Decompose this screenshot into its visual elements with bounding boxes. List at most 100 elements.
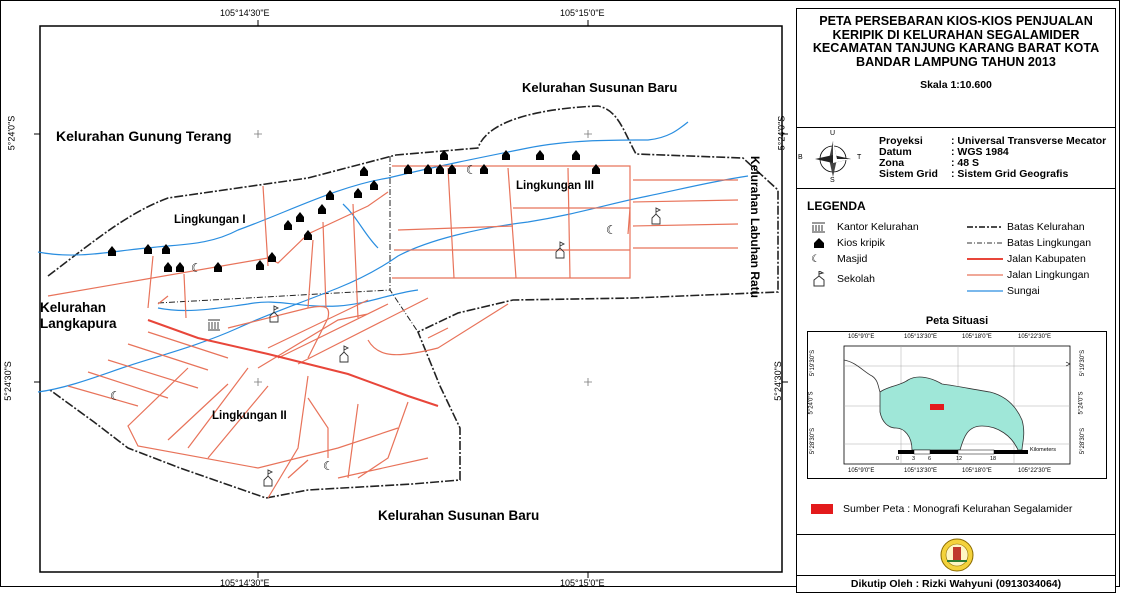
legend-masjid: ☾ Masjid — [811, 253, 868, 265]
masjid-markers: ☾ ☾ ☾ ☾ ☾ — [110, 163, 617, 473]
legend-box: LEGENDA Kantor Kelurahan Kios kripik ☾ M… — [796, 188, 1116, 535]
compass-n: U — [830, 130, 836, 137]
sekolah-icon — [269, 305, 280, 323]
legend-jalan-kabupaten: Jalan Kabupaten — [967, 253, 1086, 265]
map-neatline — [39, 25, 783, 573]
scalebar-0: 0 — [896, 456, 900, 462]
situasi-right-2: 5°24'0"S — [1078, 391, 1085, 415]
masjid-icon: ☾ — [191, 261, 202, 275]
legend-title: LEGENDA — [807, 199, 866, 213]
kios-icon — [296, 212, 304, 222]
kios-icon — [162, 244, 170, 254]
kios-icon — [436, 164, 444, 174]
situasi-left-3: 5°28'30"S — [810, 427, 817, 455]
credit-text: Dikutip Oleh : Rizki Wahyuni (0913034064… — [850, 578, 1062, 590]
datum-row: Datum: WGS 1984 — [879, 146, 1009, 158]
kios-icon — [360, 166, 368, 176]
masjid-icon: ☾ — [323, 459, 334, 473]
kios-icon — [814, 238, 824, 248]
situasi-bottom-2: 105°13'30"E — [904, 468, 938, 474]
sekolah-markers — [263, 207, 662, 487]
coord-top-2: 105°15'0"E — [560, 8, 605, 18]
zona-row: Zona: 48 S — [879, 157, 980, 169]
kios-markers — [108, 150, 600, 272]
sekolah-icon — [263, 469, 274, 487]
label-gunung-terang: Kelurahan Gunung Terang — [56, 128, 232, 144]
label-lingkungan-1: Lingkungan I — [174, 214, 246, 226]
masjid-icon: ☾ — [811, 253, 821, 265]
kios-icon — [448, 164, 456, 174]
projection-row: Proyeksi: Universal Transverse Mecator — [879, 135, 1107, 147]
kios-icon — [572, 150, 580, 160]
roads-lingkungan — [47, 165, 739, 499]
projection-list: Proyeksi: Universal Transverse Mecator D… — [879, 136, 1115, 180]
situasi-right-1: 5°19'30"S — [1080, 349, 1087, 377]
kios-icon — [256, 260, 264, 270]
sekolah-icon — [555, 241, 566, 259]
kios-icon — [326, 190, 334, 200]
source-swatch — [811, 504, 833, 514]
kios-icon — [304, 230, 312, 240]
legend-sungai: Sungai — [967, 285, 1040, 297]
projection-box: U S T B Proyeksi: Universal Transverse M… — [796, 127, 1116, 189]
map-info-panel: PETA PERSEBARAN KIOS-KIOS PENJUALAN KERI… — [796, 8, 1116, 593]
legend-jalan-lingkungan: Jalan Lingkungan — [967, 269, 1090, 281]
source-note: Sumber Peta : Monografi Kelurahan Segala… — [811, 503, 1072, 515]
legend-batas-kelurahan: Batas Kelurahan — [967, 221, 1085, 233]
label-labuhan-ratu: Kelurahan Labuhan Ratu — [748, 155, 763, 299]
legend-kantor: Kantor Kelurahan — [811, 221, 919, 233]
grid-crosses — [254, 130, 592, 386]
compass-e: T — [857, 154, 862, 161]
grid-ticks — [34, 20, 788, 578]
situasi-left-1: 5°19'30"S — [810, 349, 817, 377]
scalebar-unit: Kilometers — [1030, 447, 1056, 453]
situasi-bottom-4: 105°22'30"E — [1018, 468, 1052, 474]
compass-w: B — [798, 154, 803, 161]
kios-icon — [370, 180, 378, 190]
masjid-icon: ☾ — [606, 223, 617, 237]
roads-kabupaten — [147, 319, 439, 407]
scalebar-12: 12 — [956, 456, 963, 462]
situasi-top-4: 105°22'30"E — [1018, 334, 1052, 340]
kios-icon — [144, 244, 152, 254]
map-title: PETA PERSEBARAN KIOS-KIOS PENJUALAN KERI… — [812, 14, 1100, 69]
main-map-canvas: ☾ ☾ ☾ ☾ ☾ — [34, 20, 788, 578]
compass-s: S — [830, 177, 835, 184]
compass-icon — [815, 141, 851, 177]
coord-right-1: 5°24'0"S — [776, 115, 787, 151]
situasi-left-2: 5°24'0"S — [808, 391, 815, 415]
situasi-top-1: 105°9'0"E — [848, 334, 875, 340]
situasi-top-3: 105°18'0"E — [962, 334, 992, 340]
masjid-icon: ☾ — [466, 163, 477, 177]
kantor-kelurahan-icon — [812, 222, 825, 233]
situasi-map — [843, 345, 1071, 465]
kios-icon — [502, 150, 510, 160]
masjid-icon: ☾ — [110, 389, 121, 403]
title-box: PETA PERSEBARAN KIOS-KIOS PENJUALAN KERI… — [796, 8, 1116, 128]
coord-top-1: 105°14'30"E — [220, 8, 270, 18]
kios-icon — [440, 150, 448, 160]
kantor-kelurahan-icon — [208, 319, 220, 331]
coord-bottom-2: 105°15'0"E — [560, 578, 605, 588]
legend-batas-lingkungan: Batas Lingkungan — [967, 237, 1092, 249]
coord-right-2: 5°24'30"S — [772, 361, 783, 401]
kios-icon — [354, 188, 362, 198]
bandar-lampung-area — [879, 376, 1025, 451]
kios-icon — [268, 252, 276, 262]
kios-icon — [404, 164, 412, 174]
main-map: ☾ ☾ ☾ ☾ ☾ 105°14'30"E 105°15'0"E 105°14'… — [3, 8, 792, 588]
kelurahan-boundary — [47, 105, 779, 499]
label-susunan-baru-north: Kelurahan Susunan Baru — [522, 80, 678, 95]
label-susunan-baru-south: Kelurahan Susunan Baru — [378, 508, 540, 523]
legend-sekolah: Sekolah — [811, 271, 875, 287]
scalebar-3: 3 — [912, 456, 916, 462]
situasi-inset: 105°9'0"E 105°13'30"E 105°18'0"E 105°22'… — [807, 331, 1107, 479]
situasi-title: Peta Situasi — [925, 315, 989, 327]
sekolah-icon — [651, 207, 662, 225]
lingkungan-boundary — [157, 156, 419, 333]
kios-icon — [284, 220, 292, 230]
legend-kios: Kios kripik — [811, 237, 885, 249]
sekolah-icon — [813, 271, 825, 287]
kios-icon — [214, 262, 222, 272]
situasi-bottom-1: 105°9'0"E — [848, 468, 875, 474]
